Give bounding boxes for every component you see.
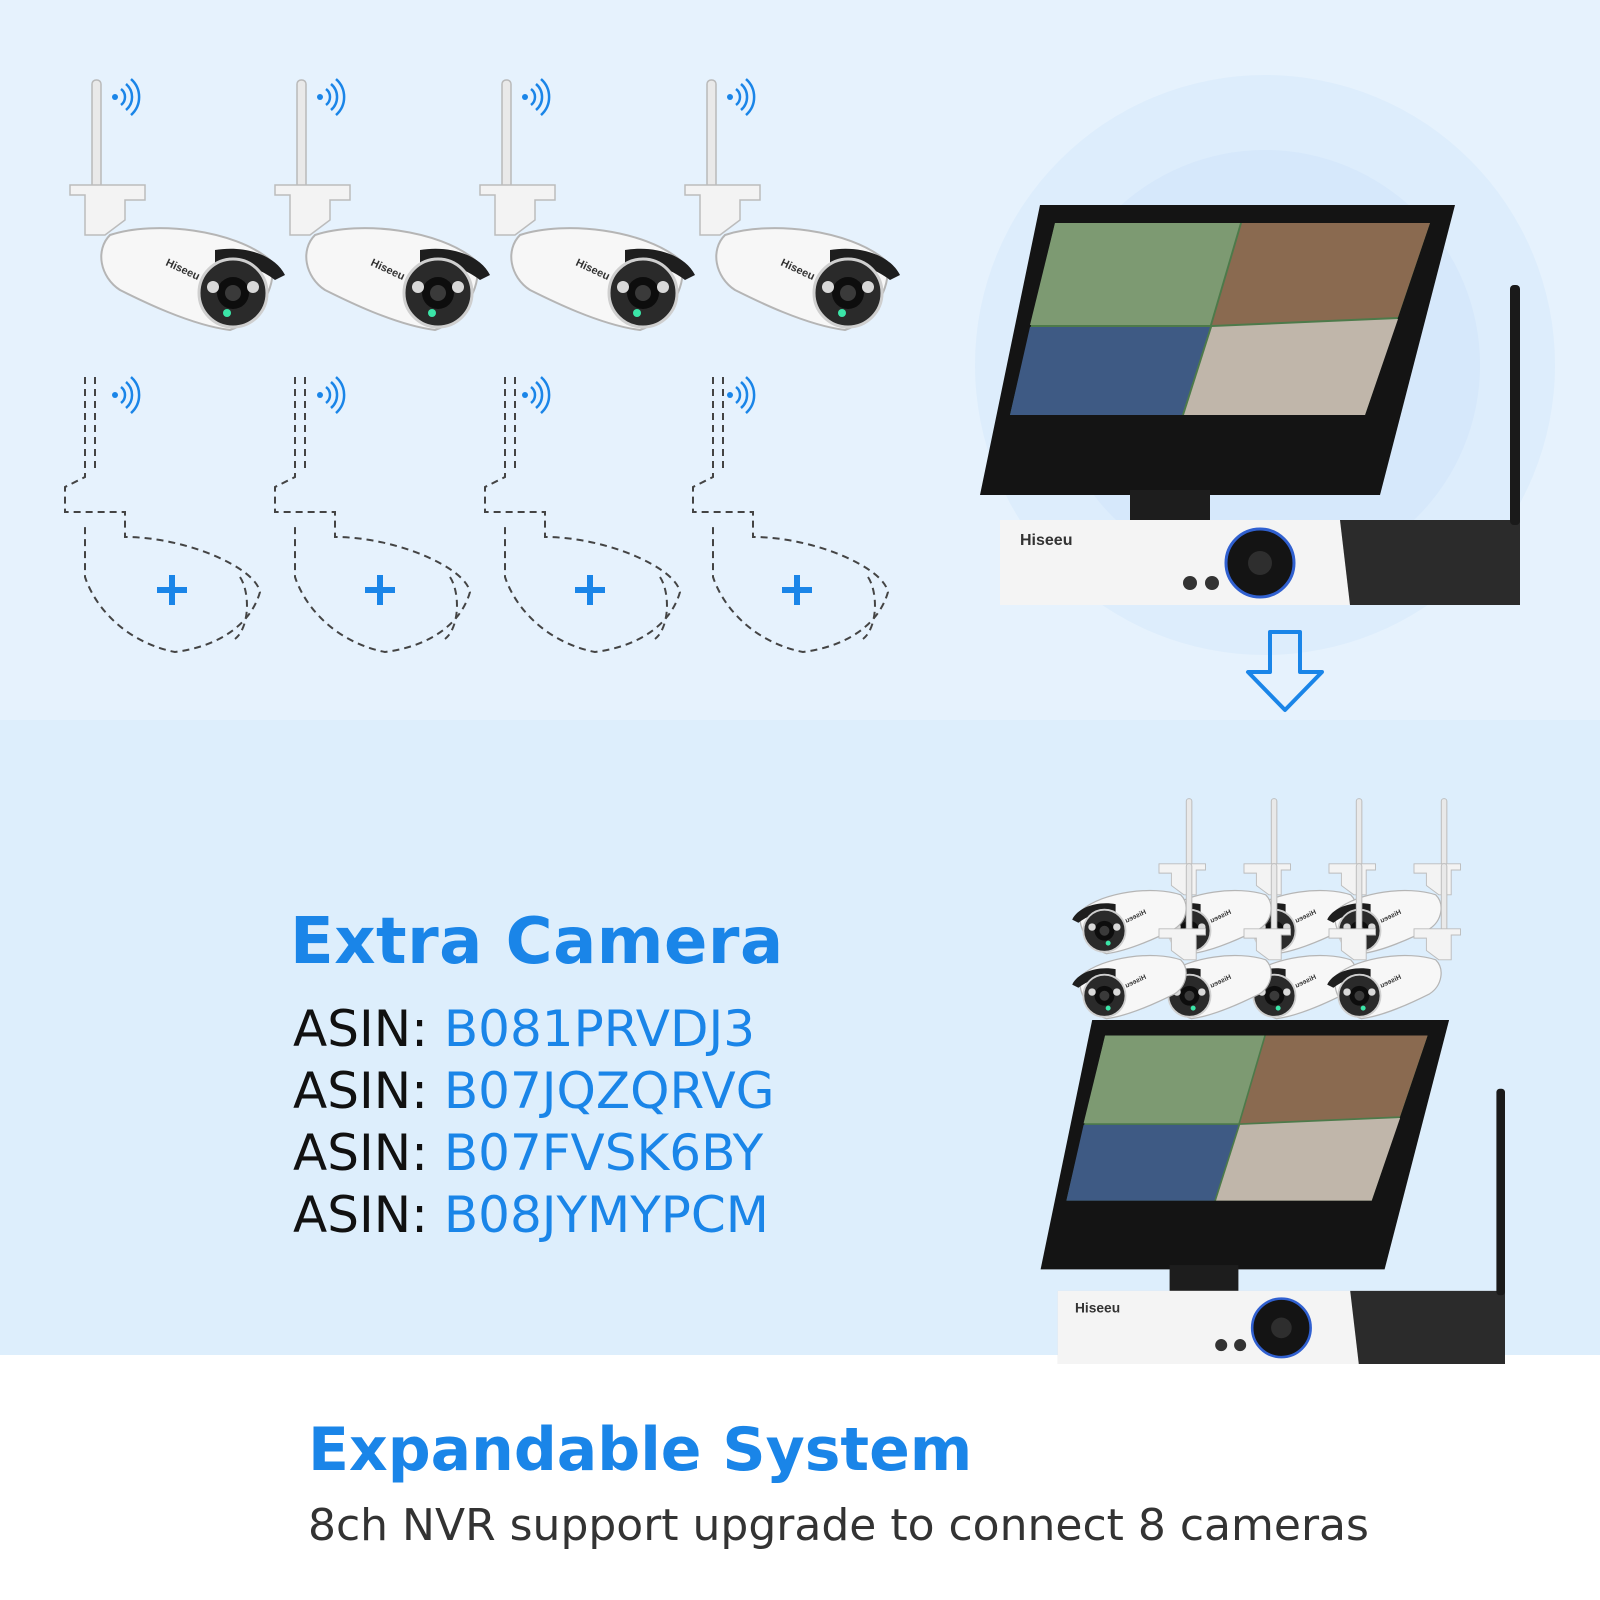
wifi-icon <box>110 77 141 117</box>
asin-code: B081PRVDJ3 <box>443 1000 756 1058</box>
add-camera-plus-icon <box>365 575 395 605</box>
expandable-system-title: Expandable System <box>308 1415 973 1485</box>
camera-2 <box>273 78 492 332</box>
asin-code: B07FVSK6BY <box>443 1124 764 1182</box>
camera-4 <box>683 78 902 332</box>
asin-label: ASIN: <box>293 1000 428 1058</box>
empty-camera-slot-3 <box>484 376 681 653</box>
bottom-band <box>0 1355 1600 1600</box>
add-camera-plus-icon <box>782 575 812 605</box>
wifi-icon <box>520 375 551 415</box>
wifi-icon <box>725 77 756 117</box>
wifi-icon <box>725 375 756 415</box>
extra-camera-title: Extra Camera <box>290 905 784 979</box>
asin-label: ASIN: <box>293 1186 428 1244</box>
nvr-monitor-bottom <box>1039 1018 1507 1366</box>
expandable-system-subtitle: 8ch NVR support upgrade to connect 8 cam… <box>308 1500 1369 1551</box>
camera-3 <box>478 78 697 332</box>
wifi-icon <box>520 77 551 117</box>
asin-row-4: ASIN: B08JYMYPCM <box>293 1184 774 1246</box>
wifi-icon <box>110 375 141 415</box>
asin-list: ASIN: B081PRVDJ3 ASIN: B07JQZQRVG ASIN: … <box>293 998 774 1246</box>
down-arrow-icon <box>1246 630 1324 712</box>
empty-camera-slot-2 <box>274 376 471 653</box>
empty-camera-slot-4 <box>692 376 889 653</box>
wifi-icon <box>315 375 346 415</box>
empty-camera-slot-1 <box>64 376 261 653</box>
asin-label: ASIN: <box>293 1062 428 1120</box>
camera-1 <box>68 78 287 332</box>
add-camera-plus-icon <box>157 575 187 605</box>
asin-row-2: ASIN: B07JQZQRVG <box>293 1060 774 1122</box>
camera-cluster <box>1071 797 1462 1020</box>
asin-row-3: ASIN: B07FVSK6BY <box>293 1122 774 1184</box>
add-camera-plus-icon <box>575 575 605 605</box>
asin-code: B07JQZQRVG <box>443 1062 775 1120</box>
asin-code: B08JYMYPCM <box>443 1186 769 1244</box>
asin-row-1: ASIN: B081PRVDJ3 <box>293 998 774 1060</box>
asin-label: ASIN: <box>293 1124 428 1182</box>
wifi-icon <box>315 77 346 117</box>
